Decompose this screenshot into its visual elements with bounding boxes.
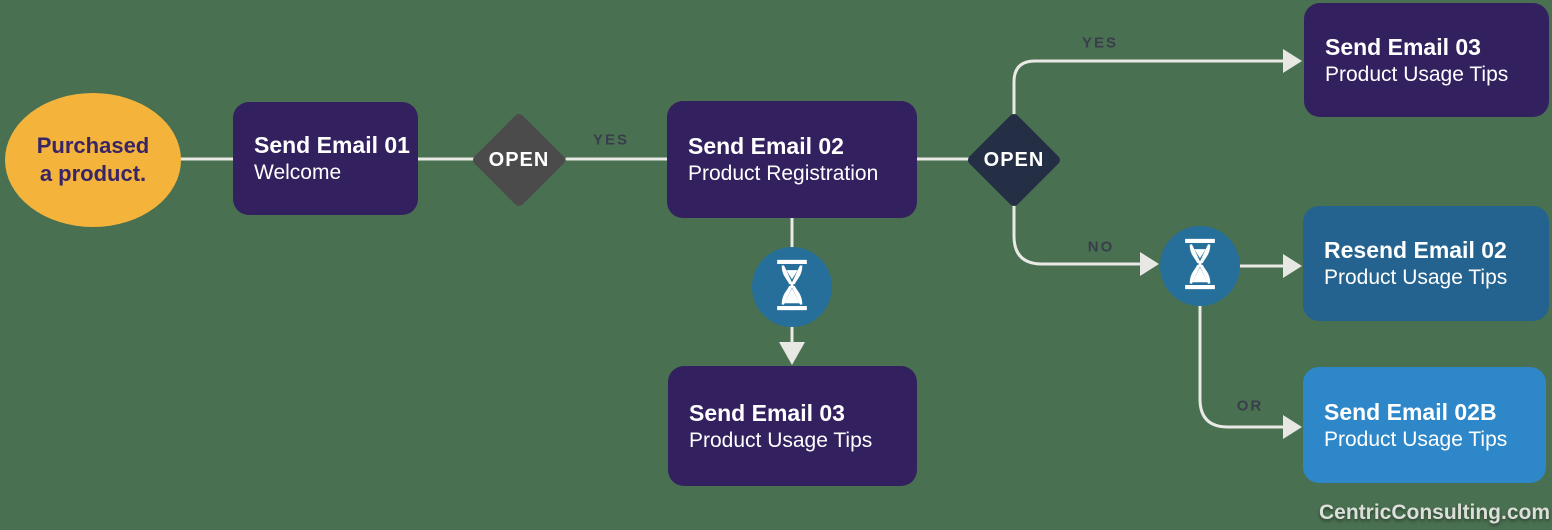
hourglass-icon [1184, 238, 1216, 295]
footer-site-credit: CentricConsulting.com [1318, 501, 1550, 524]
arrowhead-yes2 [1283, 49, 1302, 73]
arrowhead-down [779, 342, 805, 365]
edge-open2-yes-to-email03top [1012, 59, 1285, 116]
edge-open2-no-to-wait [1012, 204, 1141, 266]
node-title: Send Email 01 [254, 132, 410, 158]
edge-label-yes-2: YES [1081, 34, 1119, 52]
node-subtitle: Product Usage Tips [1324, 266, 1508, 289]
node-title: Send Email 02B [1324, 398, 1497, 425]
node-title: Send Email 03 [1325, 33, 1481, 60]
edge-label-or: OR [1236, 397, 1264, 415]
edge-label-no: NO [1087, 238, 1115, 256]
start-node-label: Purchased a product. [36, 133, 150, 186]
node-send-email-03-top: Send Email 03 Product Usage Tips [1304, 3, 1549, 117]
decision-label: OPEN [488, 148, 550, 171]
node-subtitle: Product Usage Tips [1324, 427, 1508, 451]
node-title: Resend Email 02 [1324, 237, 1507, 263]
node-subtitle: Product Registration [688, 162, 879, 185]
node-resend-email-02: Resend Email 02 Product Usage Tips [1303, 206, 1549, 321]
node-send-email-01: Send Email 01 Welcome [233, 102, 418, 215]
wait-node [1160, 226, 1240, 306]
decision-open-2: OPEN [965, 111, 1063, 209]
arrowhead-resend02 [1283, 254, 1302, 278]
node-send-email-03-bottom: Send Email 03 Product Usage Tips [668, 366, 917, 486]
arrowhead-or [1283, 415, 1302, 439]
node-subtitle: Product Usage Tips [689, 428, 873, 452]
node-subtitle: Product Usage Tips [1325, 62, 1509, 86]
decision-open-1: OPEN [470, 111, 568, 209]
decision-label: OPEN [983, 148, 1045, 171]
hourglass-icon [776, 259, 808, 316]
node-subtitle: Welcome [254, 161, 342, 184]
edge-label-yes-1: YES [592, 131, 630, 149]
node-title: Send Email 02 [688, 133, 844, 159]
node-title: Send Email 03 [689, 399, 845, 426]
wait-node [752, 247, 832, 327]
node-send-email-02b: Send Email 02B Product Usage Tips [1303, 367, 1546, 483]
arrowhead-no [1140, 252, 1159, 276]
node-send-email-02: Send Email 02 Product Registration [667, 101, 917, 218]
start-node-purchased: Purchased a product. [5, 93, 181, 227]
